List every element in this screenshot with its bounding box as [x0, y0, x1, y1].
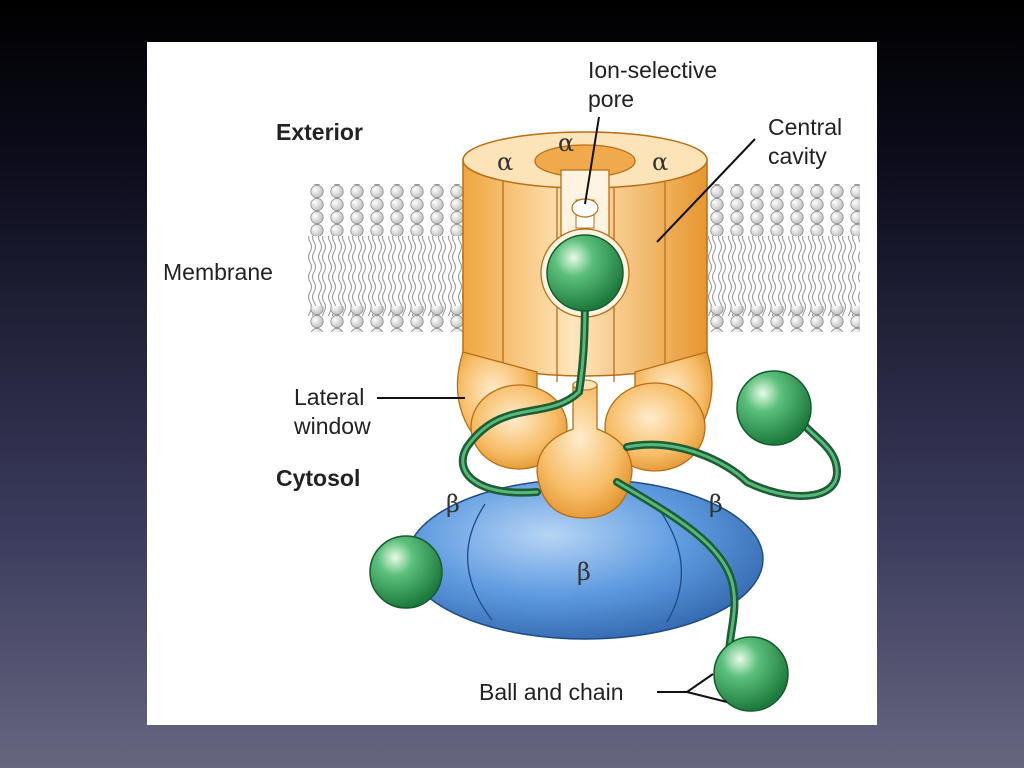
ion-channel-illustration: [307, 116, 860, 712]
alpha-subunit-label-back: α: [558, 129, 575, 157]
membrane-label: Membrane: [163, 259, 273, 285]
ball-and-chain-label: Ball and chain: [479, 679, 624, 705]
ion-selective-pore-label: Ion-selective: [588, 57, 718, 83]
alpha-subunit-label-right: α: [652, 148, 669, 176]
beta-subunit-label-center: β: [577, 558, 591, 586]
inactivation-ball-right: [736, 370, 812, 446]
diagram-panel: Exterior Ion-selective pore Central cavi…: [147, 42, 877, 725]
central-cavity-label-line2: cavity: [768, 143, 827, 169]
ion-selective-pore-label-line2: pore: [588, 86, 635, 112]
central-cavity-label: Central: [768, 114, 843, 140]
cytosol-label: Cytosol: [276, 465, 361, 491]
lateral-window-label: Lateral: [294, 384, 365, 410]
exterior-label: Exterior: [276, 119, 363, 145]
beta-subunit-label-left: β: [446, 490, 460, 518]
inactivation-ball-pore: [546, 234, 624, 312]
lateral-window-label-line2: window: [294, 413, 371, 439]
alpha-subunit-label-left: α: [497, 148, 514, 176]
inactivation-ball-left: [369, 535, 443, 609]
beta-subunit-label-right: β: [709, 490, 723, 518]
label-leader-lines: [377, 116, 756, 703]
inactivation-ball-bottom: [713, 636, 789, 712]
